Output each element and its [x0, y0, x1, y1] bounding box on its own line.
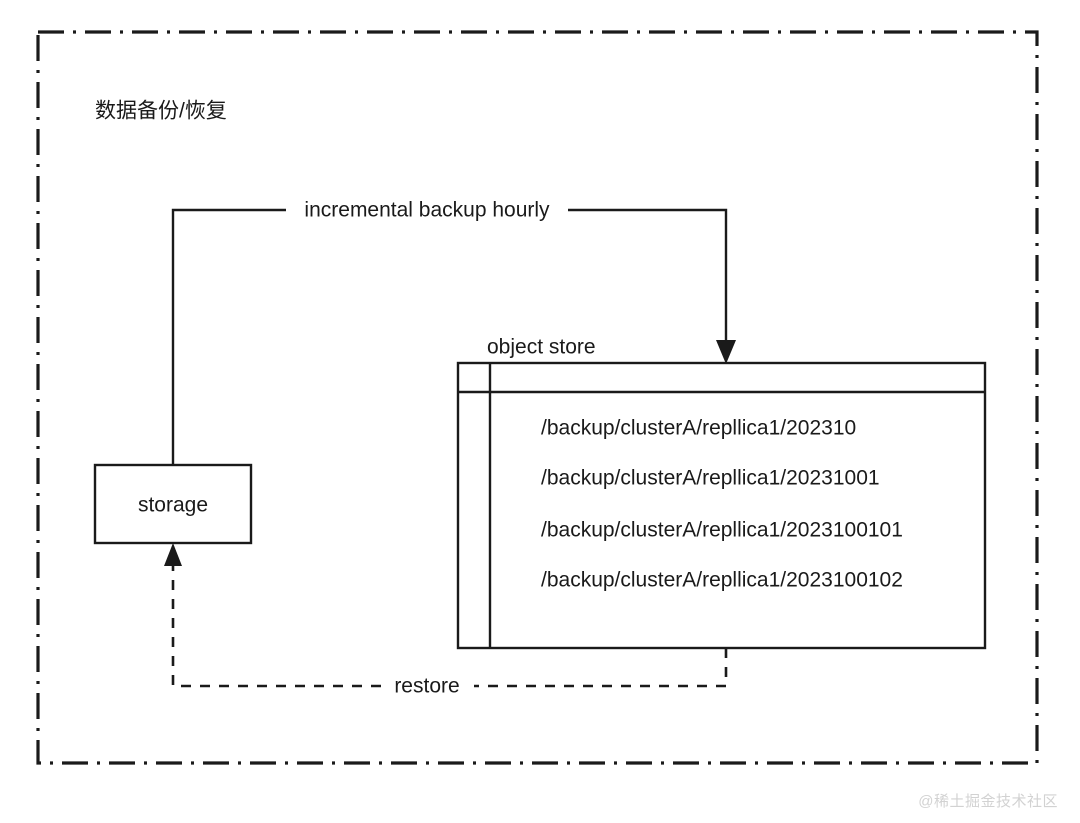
object-store-item: /backup/clusterA/repllica1/20231001	[541, 467, 880, 490]
restore-edge-label: restore	[394, 675, 459, 698]
backup-edge-right-segment	[568, 208, 728, 352]
watermark: @稀土掘金技术社区	[918, 793, 1058, 810]
storage-node[interactable]	[93, 463, 253, 545]
restore-arrowhead-icon	[164, 543, 182, 566]
backup-arrowhead-icon	[716, 340, 736, 364]
page-title: 数据备份/恢复	[95, 100, 227, 123]
object-store-item: /backup/clusterA/repllica1/2023100102	[541, 569, 903, 592]
object-store-node[interactable]	[456, 361, 987, 650]
object-store-label: object store	[487, 336, 596, 359]
object-store-label-backdrop	[484, 334, 614, 360]
storage-node-label: storage	[138, 494, 208, 517]
backup-edge-label: incremental backup hourly	[304, 199, 550, 222]
restore-edge-left-segment	[171, 557, 381, 688]
object-store-item: /backup/clusterA/repllica1/2023100101	[541, 519, 903, 542]
diagram-boundary	[36, 30, 1039, 765]
restore-edge-right-segment	[474, 648, 728, 688]
object-store-item: /backup/clusterA/repllica1/202310	[541, 417, 856, 440]
backup-edge-left-segment	[171, 208, 286, 465]
